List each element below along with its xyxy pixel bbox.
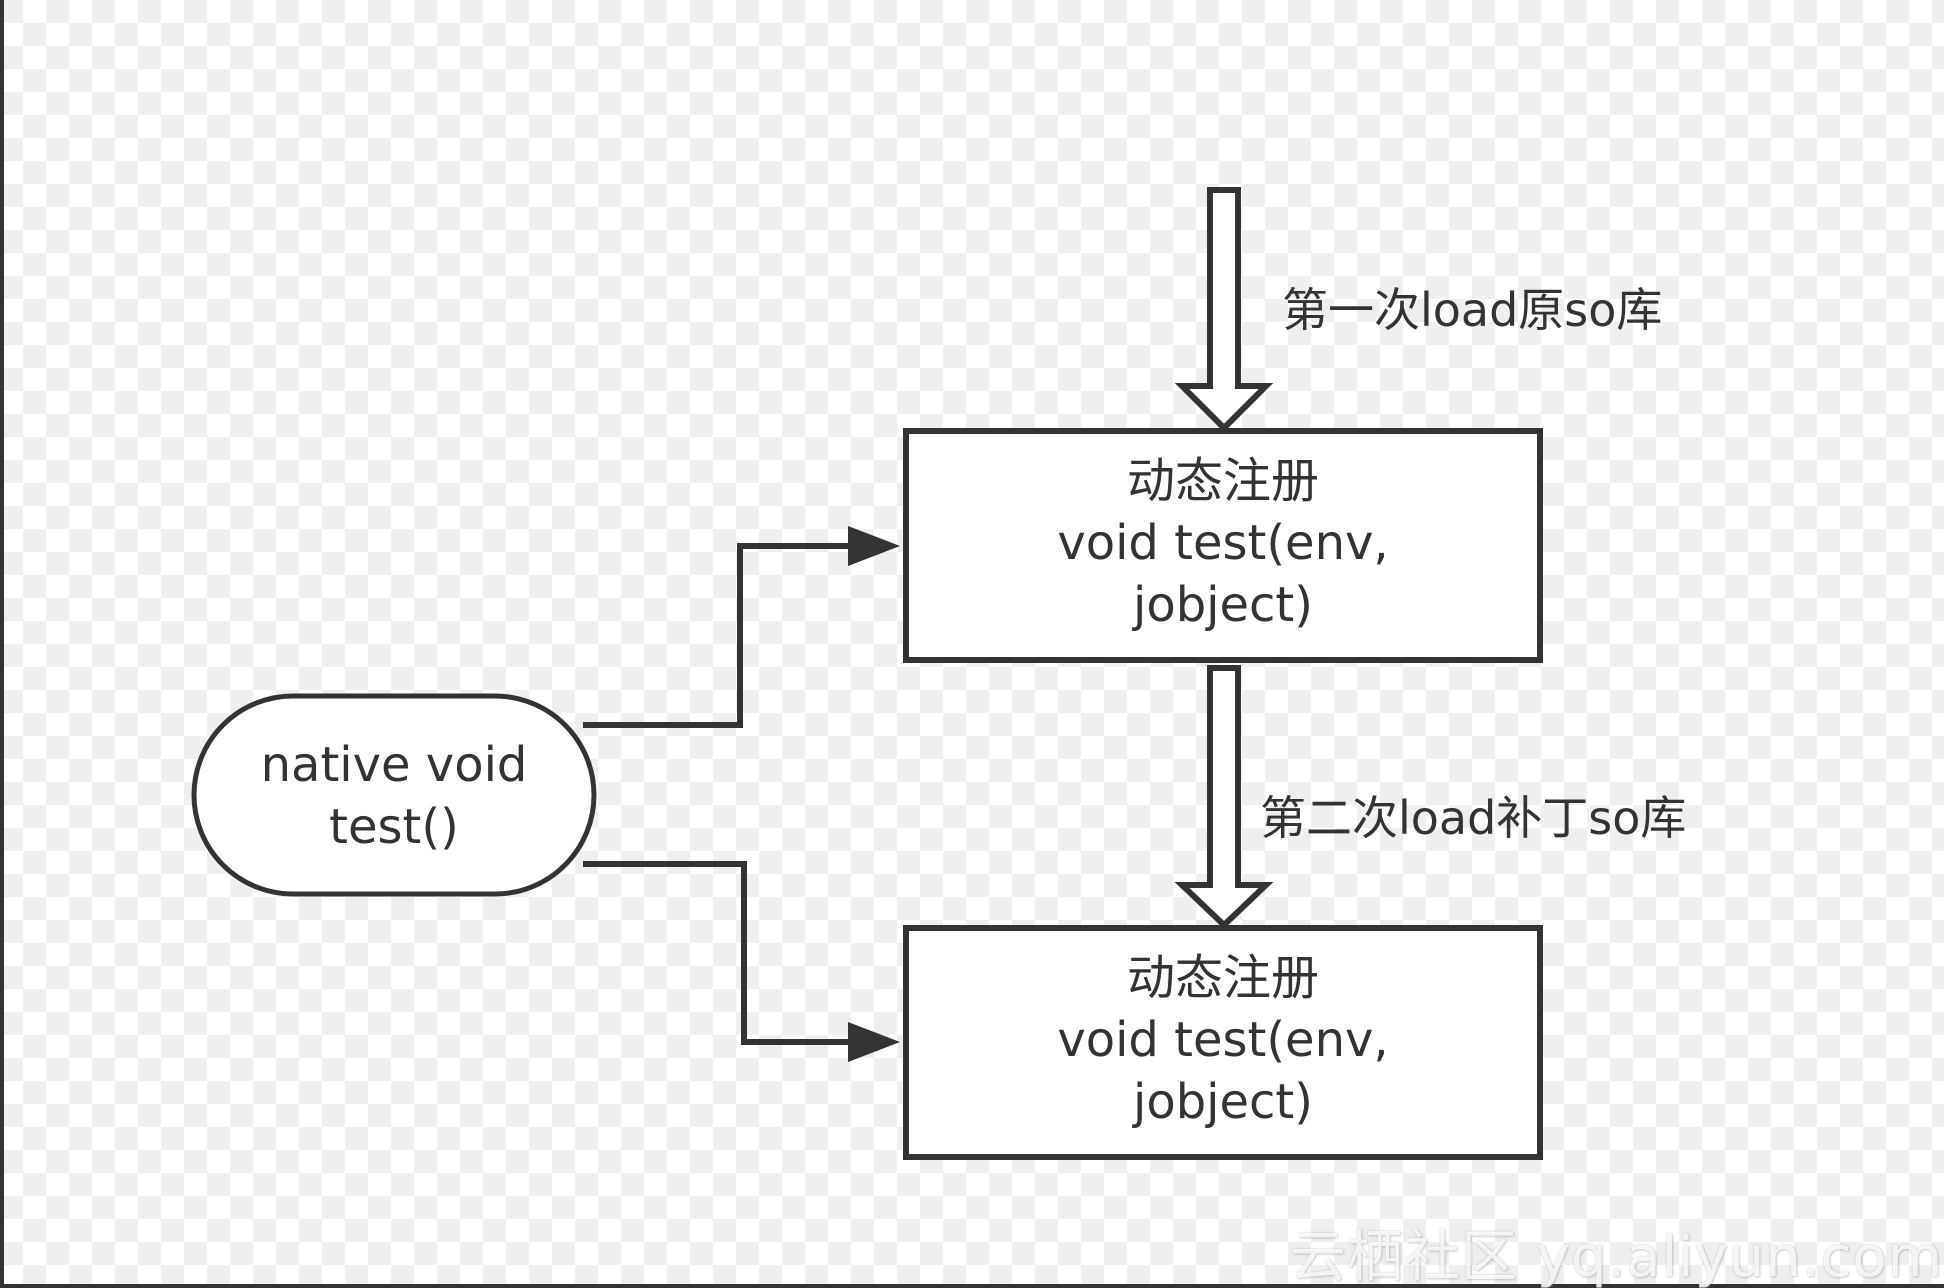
register-top-line2: void test(env, [1057,515,1389,571]
register-bottom-label: 动态注册 void test(env, jobject) [906,947,1540,1133]
register-bottom-line3: jobject) [1133,1074,1313,1130]
register-bottom-line1: 动态注册 [1126,950,1319,1006]
second-load-label: 第二次load补丁so库 [1260,791,1687,845]
connector-to-top-box [583,543,852,728]
register-top-label: 动态注册 void test(env, jobject) [906,450,1540,636]
native-node-line2: test() [329,799,459,855]
second-load-arrow [1174,665,1274,930]
register-top-box [903,428,1543,663]
connector-to-bottom-box [583,861,852,1045]
native-node-line1: native void [260,737,528,793]
register-top-line3: jobject) [1133,577,1313,633]
register-bottom-box [903,925,1543,1160]
first-load-label: 第一次load原so库 [1282,283,1663,337]
native-node-shape [191,693,597,897]
first-load-arrow [1174,187,1274,433]
site-watermark: 云栖社区 yq.aliyun.com [1290,1225,1944,1288]
connector-bottom-arrowhead [848,1022,900,1062]
register-bottom-line2: void test(env, [1057,1012,1389,1068]
register-top-line1: 动态注册 [1126,453,1319,509]
native-node-label: native void test() [194,734,594,858]
connector-top-arrowhead [848,526,900,566]
